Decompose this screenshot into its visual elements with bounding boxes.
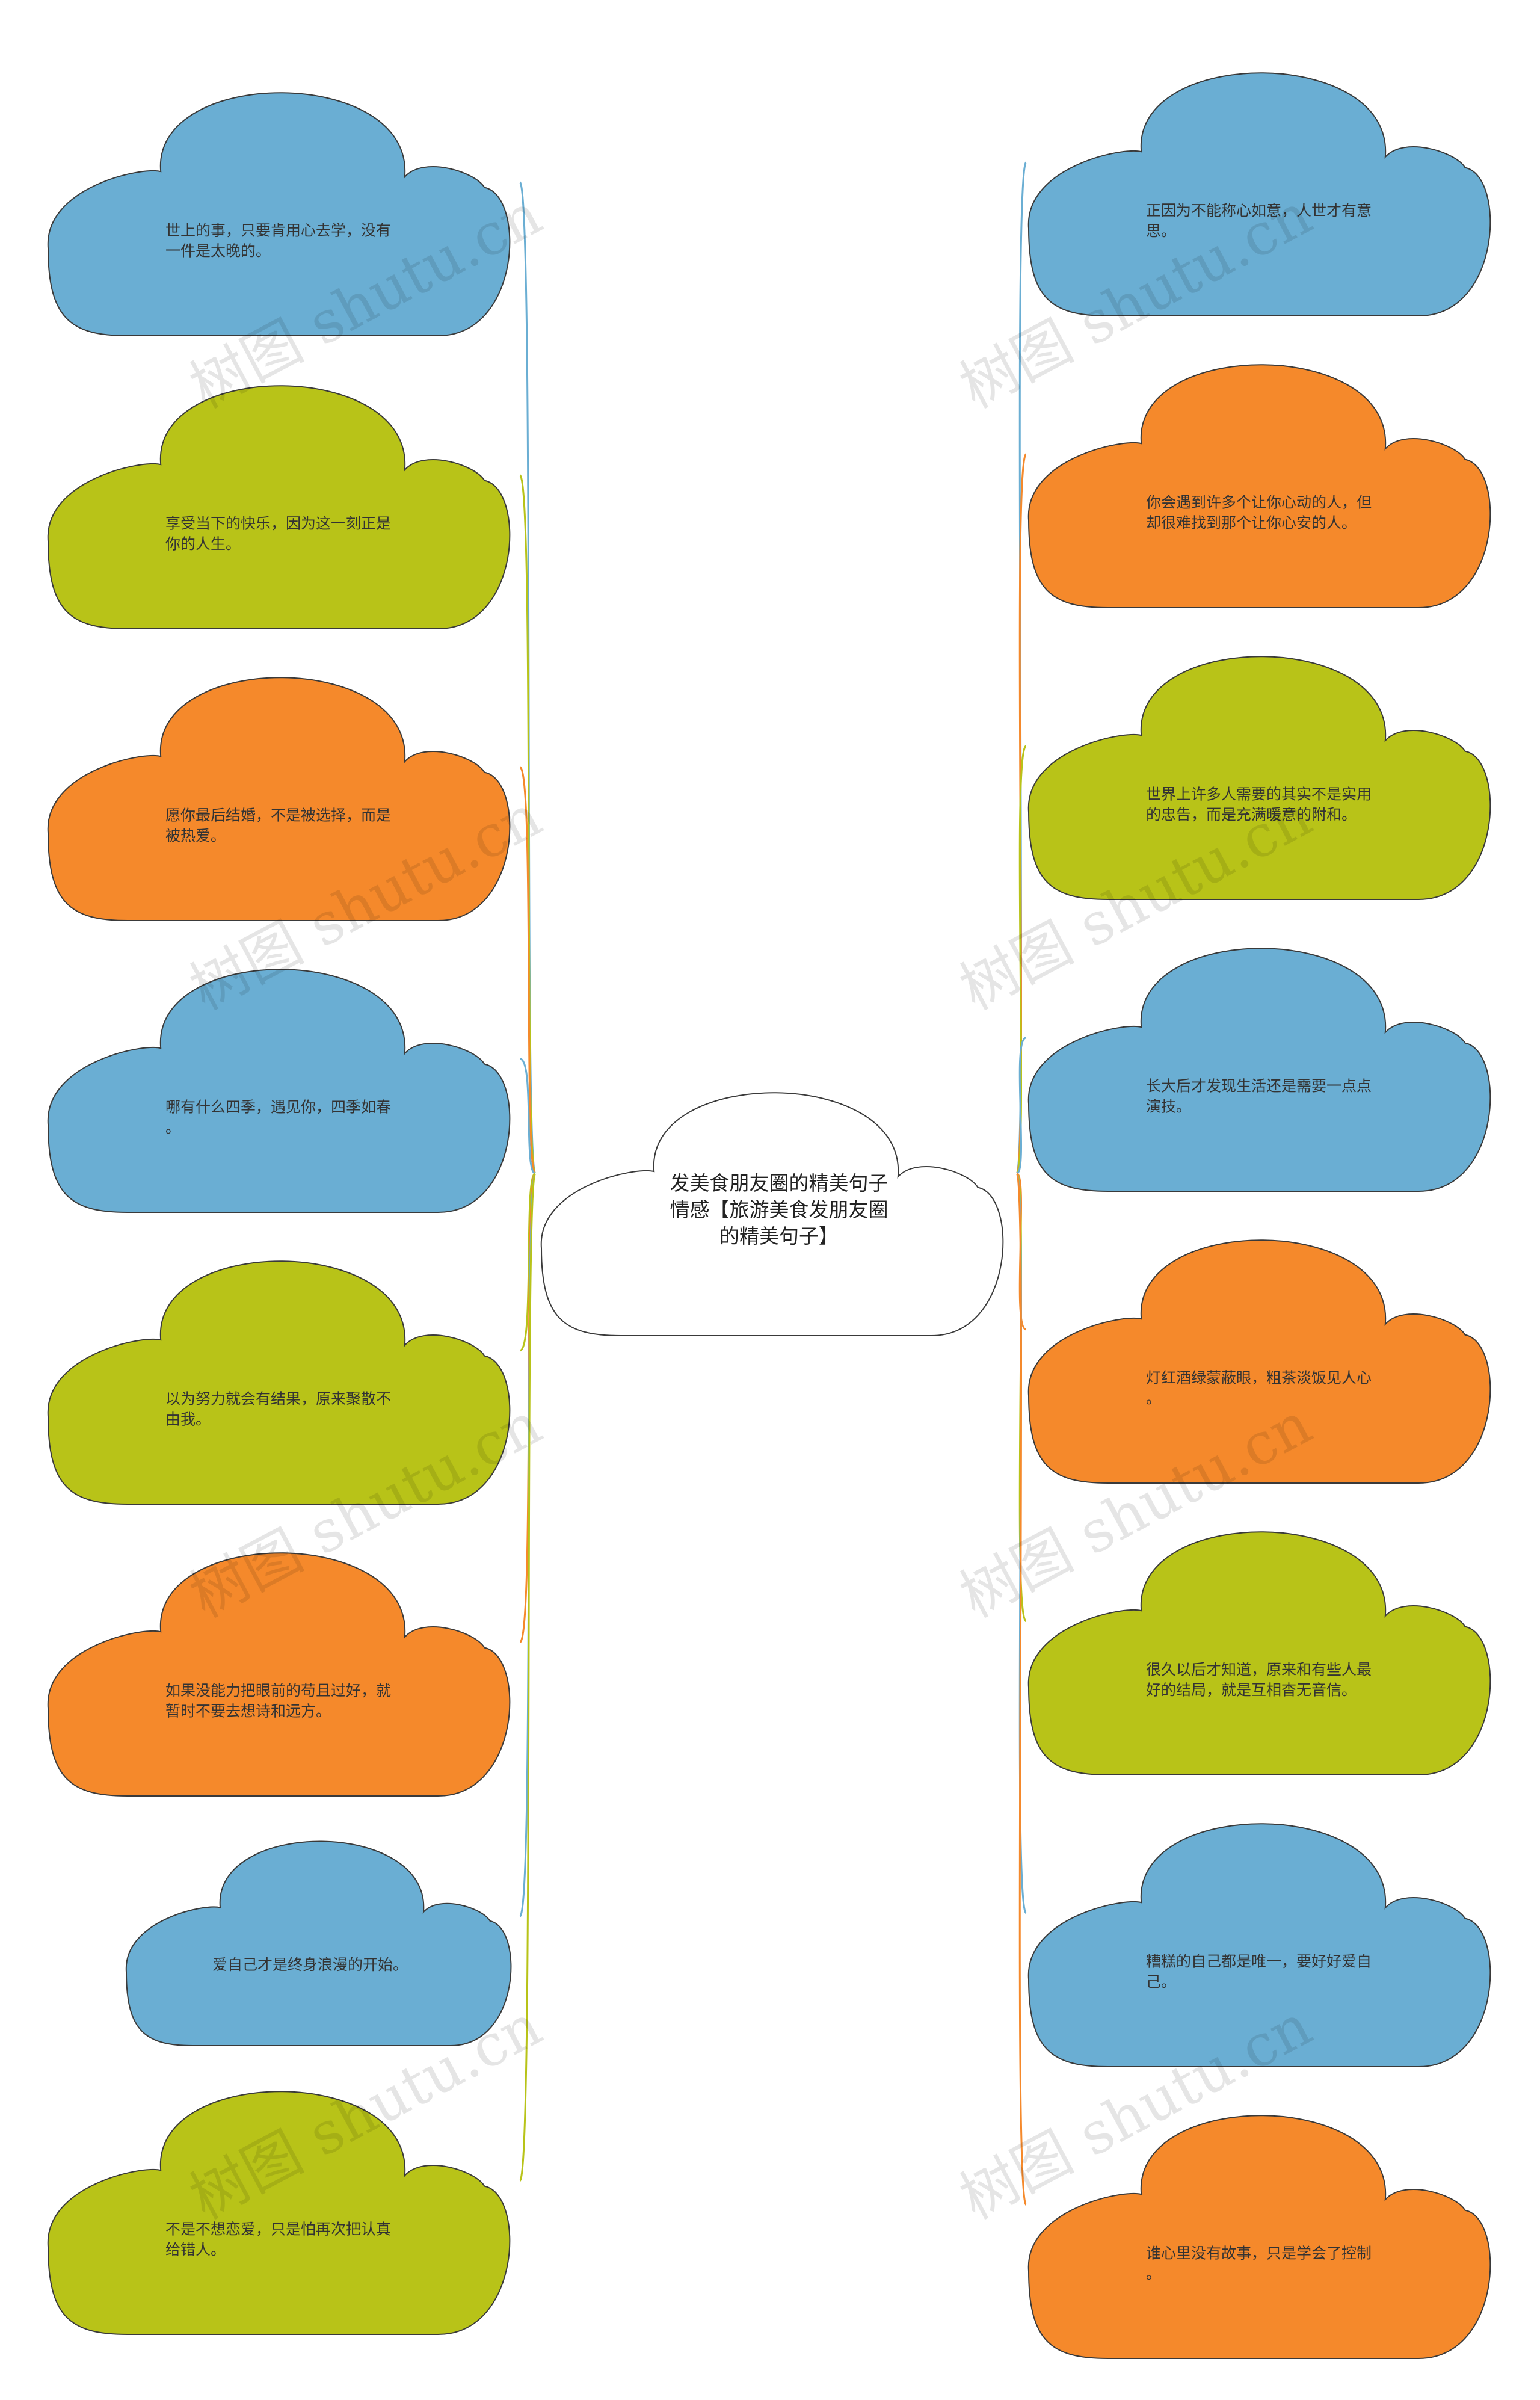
left-node-4-shape [47,969,511,1213]
connector-right-3 [1015,745,1027,1174]
right-node-5-text-line: 。 [1146,1389,1161,1407]
left-node-1-shape [47,92,511,336]
connector-lines [519,161,1027,2206]
right-node-7-text-line: 己。 [1146,1973,1176,1990]
right-node-7-text-line: 糟糕的自己都是唯一，要好好爱自 [1146,1952,1372,1970]
left-node-1-text-line: 世上的事，只要肯用心去学，没有 [165,221,391,239]
right-node-5[interactable]: 灯红酒绿蒙蔽眼，粗茶淡饭见人心。 [1027,1239,1491,1484]
left-node-6-shape [47,1552,511,1797]
connector-left-5 [519,1172,537,1352]
right-node-1-text-line: 思。 [1146,222,1176,239]
left-node-3-text-line: 愿你最后结婚，不是被选择，而是 [165,806,391,824]
left-node-8-shape [47,2091,511,2335]
right-node-2-text-line: 你会遇到许多个让你心动的人，但 [1146,493,1372,511]
left-node-3-shape [47,677,511,921]
left-node-7[interactable]: 爱自己才是终身浪漫的开始。 [125,1840,512,2046]
right-node-4-shape [1027,948,1491,1192]
right-node-8[interactable]: 谁心里没有故事，只是学会了控制。 [1027,2115,1491,2359]
connector-right-4 [1016,1037,1027,1174]
left-node-1-text-line: 一件是太晚的。 [165,242,271,259]
connector-left-3 [519,766,537,1174]
right-node-6-shape [1027,1531,1491,1775]
right-node-5-shape [1027,1239,1491,1484]
left-node-6-text-line: 暂时不要去想诗和远方。 [165,1702,331,1720]
left-node-6-text-line: 如果没能力把眼前的苟且过好，就 [165,1682,391,1699]
left-node-4-text-line: 哪有什么四季，遇见你，四季如春 [165,1098,391,1115]
left-node-7-text-line: 爱自己才是终身浪漫的开始。 [212,1956,408,1973]
connector-right-8 [1015,1172,1027,2206]
right-node-3-shape [1027,656,1491,900]
right-node-3-text-line: 的忠告，而是充满暖意的附和。 [1146,806,1357,823]
right-node-2-text-line: 却很难找到那个让你心安的人。 [1146,514,1357,531]
right-node-4-text-line: 长大后才发现生活还是需要一点点 [1146,1077,1372,1094]
right-node-6-text-line: 很久以后才知道，原来和有些人最 [1146,1661,1372,1678]
left-node-5-shape [47,1260,511,1505]
left-node-2-text-line: 享受当下的快乐，因为这一刻正是 [165,514,391,532]
connector-left-8 [519,1172,537,2182]
left-node-4-text-line: 。 [165,1118,180,1136]
cloud-nodes: 世上的事，只要肯用心去学，没有一件是太晚的。享受当下的快乐，因为这一刻正是你的人… [47,72,1491,2359]
right-node-4-text-line: 演技。 [1146,1097,1191,1115]
root-title-line: 的精美句子】 [719,1224,839,1248]
right-node-7-shape [1027,1823,1491,2067]
right-node-8-text-line: 谁心里没有故事，只是学会了控制 [1146,2244,1372,2262]
root-cloud-shape [540,1092,1004,1336]
left-node-3-text-line: 被热爱。 [165,827,226,844]
left-node-7-shape [125,1840,512,2046]
left-node-2-shape [47,385,511,629]
left-node-8-text-line: 给错人。 [165,2241,226,2258]
root-title-line: 发美食朋友圈的精美句子 [670,1171,889,1195]
left-node-5-text-line: 以为努力就会有结果，原来聚散不 [165,1390,391,1407]
left-node-8-text-line: 不是不想恋爱，只是怕再次把认真 [165,2220,391,2238]
left-node-5-text-line: 由我。 [165,1410,211,1428]
right-node-2-shape [1027,364,1491,608]
right-node-5-text-line: 灯红酒绿蒙蔽眼，粗茶淡饭见人心 [1146,1369,1372,1386]
right-node-6-text-line: 好的结局，就是互相杳无音信。 [1146,1681,1357,1698]
left-node-2-text-line: 你的人生。 [165,535,241,552]
right-node-8-shape [1027,2115,1491,2359]
connector-left-4 [519,1058,536,1174]
left-node-4[interactable]: 哪有什么四季，遇见你，四季如春。 [47,969,511,1213]
right-node-8-text-line: 。 [1146,2265,1161,2282]
right-node-1-text-line: 正因为不能称心如意，人世才有意 [1146,202,1372,219]
right-node-1-shape [1027,72,1491,316]
root-title-line: 情感【旅游美食发朋友圈 [670,1198,889,1221]
right-node-3-text-line: 世界上许多人需要的其实不是实用 [1146,785,1372,803]
